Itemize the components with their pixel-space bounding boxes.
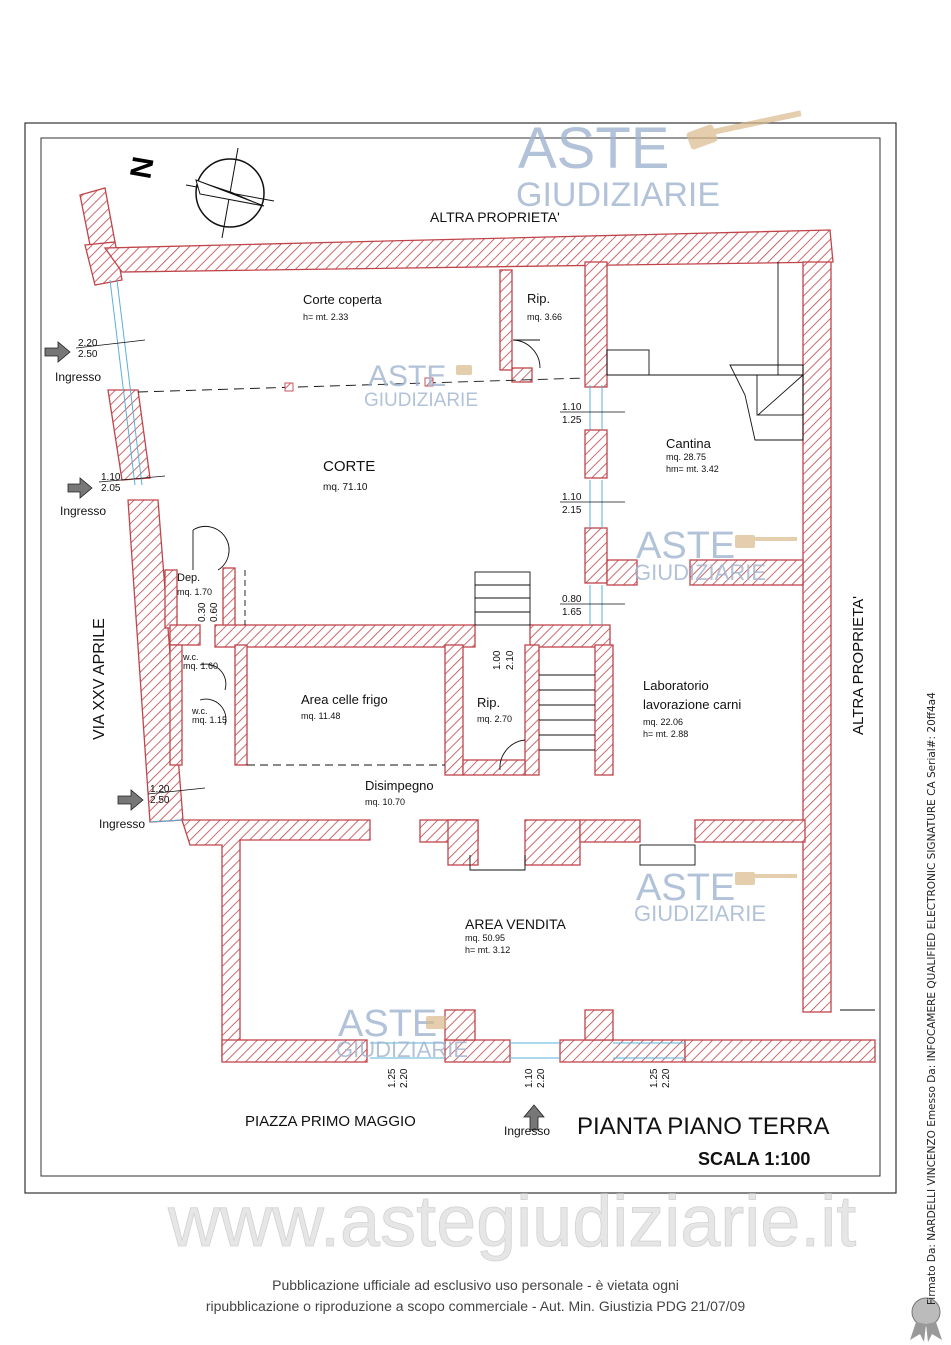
room-celle-frigo: Area celle frigo xyxy=(301,692,388,707)
label-altra-top: ALTRA PROPRIETA' xyxy=(430,209,560,225)
svg-text:h= mt. 2.88: h= mt. 2.88 xyxy=(643,729,688,739)
svg-text:1.10: 1.10 xyxy=(524,1068,535,1088)
svg-text:1.25: 1.25 xyxy=(649,1068,660,1088)
svg-text:GIUDIZIARIE: GIUDIZIARIE xyxy=(634,901,766,926)
svg-text:2.20: 2.20 xyxy=(399,1068,410,1088)
room-dep: Dep. xyxy=(177,572,200,584)
north-arrow xyxy=(185,147,275,239)
svg-text:2.05: 2.05 xyxy=(101,483,121,494)
svg-text:GIUDIZIARIE: GIUDIZIARIE xyxy=(364,390,478,411)
svg-text:ASTE: ASTE xyxy=(636,867,735,909)
ingresso-label: Ingresso xyxy=(55,370,101,384)
svg-text:mq. 22.06: mq. 22.06 xyxy=(643,717,683,727)
label-via: VIA XXV APRILE xyxy=(91,618,108,740)
svg-text:mq. 11.48: mq. 11.48 xyxy=(301,711,340,721)
svg-text:GIUDIZIARIE: GIUDIZIARIE xyxy=(336,1037,468,1062)
svg-text:ASTE: ASTE xyxy=(338,1003,437,1045)
svg-text:mq. 28.75: mq. 28.75 xyxy=(666,452,706,462)
svg-text:0.60: 0.60 xyxy=(209,602,220,622)
svg-text:hm= mt. 3.42: hm= mt. 3.42 xyxy=(666,464,719,474)
room-area-vendita: AREA VENDITA xyxy=(465,916,567,932)
svg-text:mq. 50.95: mq. 50.95 xyxy=(465,933,505,943)
seal-icon xyxy=(910,1297,942,1342)
ingresso-label-2: Ingresso xyxy=(60,504,106,518)
svg-text:1.10: 1.10 xyxy=(562,492,582,503)
ingresso-label-3: Ingresso xyxy=(99,817,145,831)
inner-frame xyxy=(40,137,881,1177)
svg-text:GIUDIZIARIE: GIUDIZIARIE xyxy=(516,176,720,214)
svg-text:h= mt. 2.33: h= mt. 2.33 xyxy=(303,312,348,322)
gavel-icon xyxy=(426,110,802,1029)
room-corte: CORTE xyxy=(323,458,375,475)
dimensions: 2.202.50 1.102.05 1.202.50 1.101.25 1.10… xyxy=(75,338,672,1088)
svg-text:ASTE: ASTE xyxy=(368,360,446,393)
watermark-website: www.astegiudiziarie.it xyxy=(167,1182,856,1262)
svg-text:mq. 10.70: mq. 10.70 xyxy=(365,797,405,807)
svg-text:1.00: 1.00 xyxy=(492,650,503,670)
svg-text:0.30: 0.30 xyxy=(197,602,208,622)
svg-text:1.10: 1.10 xyxy=(101,472,121,483)
svg-text:1.25: 1.25 xyxy=(562,415,582,426)
signature-text: Firmato Da: NARDELLI VINCENZO Emesso Da:… xyxy=(926,692,938,1305)
svg-text:2.20: 2.20 xyxy=(78,338,98,349)
svg-text:2.20: 2.20 xyxy=(536,1068,547,1088)
svg-text:lavorazione carni: lavorazione carni xyxy=(643,697,741,712)
watermarks: ASTE GIUDIZIARIE ASTE GIUDIZIARIE ASTE G… xyxy=(167,116,857,1262)
room-cantina: Cantina xyxy=(666,436,712,451)
plan-scale: SCALA 1:100 xyxy=(698,1149,810,1169)
svg-text:2.50: 2.50 xyxy=(78,349,98,360)
svg-text:ASTE: ASTE xyxy=(636,525,735,567)
label-piazza: PIAZZA PRIMO MAGGIO xyxy=(245,1113,416,1130)
ingresso-label-4: Ingresso xyxy=(504,1124,550,1138)
room-rip-2: Rip. xyxy=(477,695,500,710)
plan-title: PIANTA PIANO TERRA xyxy=(577,1113,830,1140)
notice-line-2: ripubblicazione o riproduzione a scopo c… xyxy=(205,1298,746,1314)
svg-text:mq. 2.70: mq. 2.70 xyxy=(477,714,512,724)
svg-text:mq. 1.15: mq. 1.15 xyxy=(192,715,227,725)
entrance-arrows xyxy=(44,341,545,1131)
svg-text:2.50: 2.50 xyxy=(150,795,170,806)
room-wc-2: w.c. xyxy=(191,706,208,716)
label-altra-right: ALTRA PROPRIETA' xyxy=(850,596,867,735)
svg-text:2.20: 2.20 xyxy=(661,1068,672,1088)
north-label: N xyxy=(124,154,160,181)
svg-text:mq. 1.60: mq. 1.60 xyxy=(183,661,218,671)
svg-text:mq. 3.66: mq. 3.66 xyxy=(527,312,562,322)
svg-text:1.25: 1.25 xyxy=(387,1068,398,1088)
room-laboratorio: Laboratorio xyxy=(643,678,709,693)
watermark-aste: ASTE xyxy=(518,116,670,181)
svg-text:h= mt. 3.12: h= mt. 3.12 xyxy=(465,945,510,955)
notice-line-1: Pubblicazione ufficiale ad esclusivo uso… xyxy=(272,1277,679,1293)
outer-frame xyxy=(24,122,897,1194)
svg-text:mq. 1.70: mq. 1.70 xyxy=(177,587,212,597)
svg-text:1.20: 1.20 xyxy=(150,784,170,795)
svg-text:1.10: 1.10 xyxy=(562,402,582,413)
svg-text:2.15: 2.15 xyxy=(562,505,582,516)
room-rip: Rip. xyxy=(527,291,550,306)
svg-text:GIUDIZIARIE: GIUDIZIARIE xyxy=(634,560,766,585)
room-wc: w.c. xyxy=(182,652,199,662)
svg-text:mq. 71.10: mq. 71.10 xyxy=(323,482,368,493)
room-disimpegno: Disimpegno xyxy=(365,778,434,793)
svg-text:1.65: 1.65 xyxy=(562,607,582,618)
svg-text:0.80: 0.80 xyxy=(562,594,582,605)
svg-text:2.10: 2.10 xyxy=(505,650,516,670)
room-corte-coperta: Corte coperta xyxy=(303,292,383,307)
